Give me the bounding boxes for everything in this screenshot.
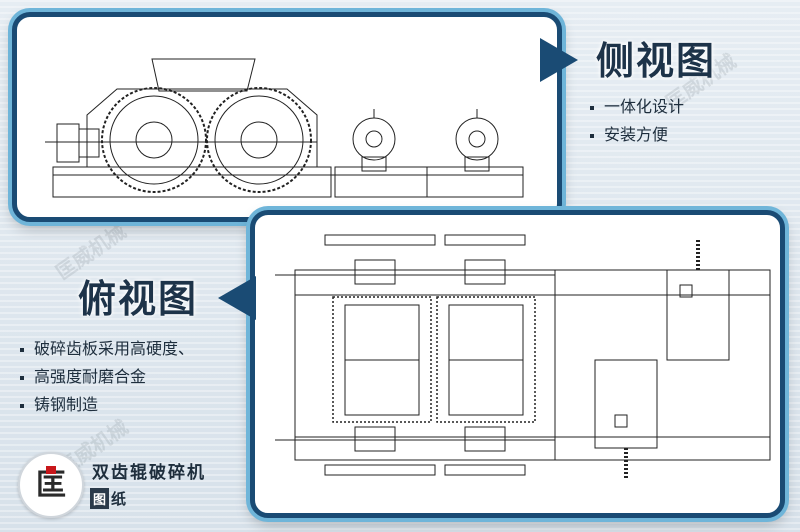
feature-item: 高强度耐磨合金 xyxy=(20,364,194,392)
side-view-arrow xyxy=(540,38,578,82)
drawing-badge: 图纸 xyxy=(90,488,126,509)
top-view-arrow xyxy=(218,276,256,320)
badge-rest-char: 纸 xyxy=(111,491,127,508)
side-view-drawing xyxy=(45,58,524,198)
side-view-panel xyxy=(12,12,562,222)
product-title: 双齿辊破碎机 xyxy=(92,463,206,482)
feature-item: 破碎齿板采用高硬度、 xyxy=(20,336,194,364)
top-view-features: 破碎齿板采用高硬度、 高强度耐磨合金 铸钢制造 xyxy=(20,336,194,420)
feature-item: 安装方便 xyxy=(590,122,684,150)
feature-item: 铸钢制造 xyxy=(20,392,194,420)
feature-item: 一体化设计 xyxy=(590,94,684,122)
logo-seal-icon xyxy=(46,466,56,474)
top-view-heading: 俯视图 xyxy=(78,277,199,321)
badge-first-char: 图 xyxy=(90,488,110,509)
brand-logo: 匡 xyxy=(18,452,84,518)
top-view-drawing xyxy=(275,234,771,480)
side-view-heading: 侧视图 xyxy=(596,39,717,83)
side-view-features: 一体化设计 安装方便 xyxy=(590,94,684,150)
top-view-panel xyxy=(250,210,785,518)
